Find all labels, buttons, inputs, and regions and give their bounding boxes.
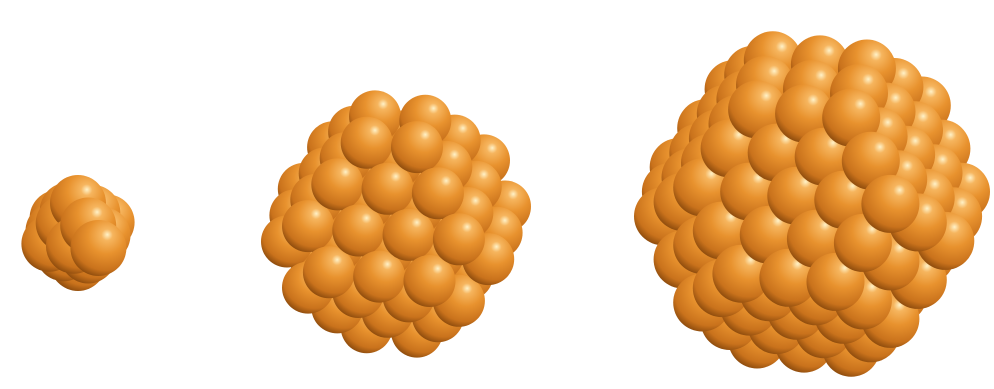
atom — [282, 200, 334, 253]
atom — [841, 131, 900, 190]
atom — [332, 204, 385, 257]
atom — [861, 174, 920, 233]
atom — [822, 88, 881, 147]
atom — [70, 220, 127, 276]
atom — [361, 162, 414, 215]
atom — [403, 255, 456, 307]
atom — [432, 213, 485, 266]
atom — [391, 121, 443, 174]
small-cluster — [21, 175, 135, 291]
atom — [382, 208, 435, 261]
atom — [311, 158, 364, 211]
atom — [353, 250, 406, 303]
medium-cluster — [261, 90, 531, 358]
atom — [302, 246, 355, 299]
atom — [775, 84, 834, 143]
atom — [728, 80, 787, 139]
large-cluster — [634, 31, 990, 377]
atom — [340, 116, 393, 169]
atom — [411, 167, 464, 220]
